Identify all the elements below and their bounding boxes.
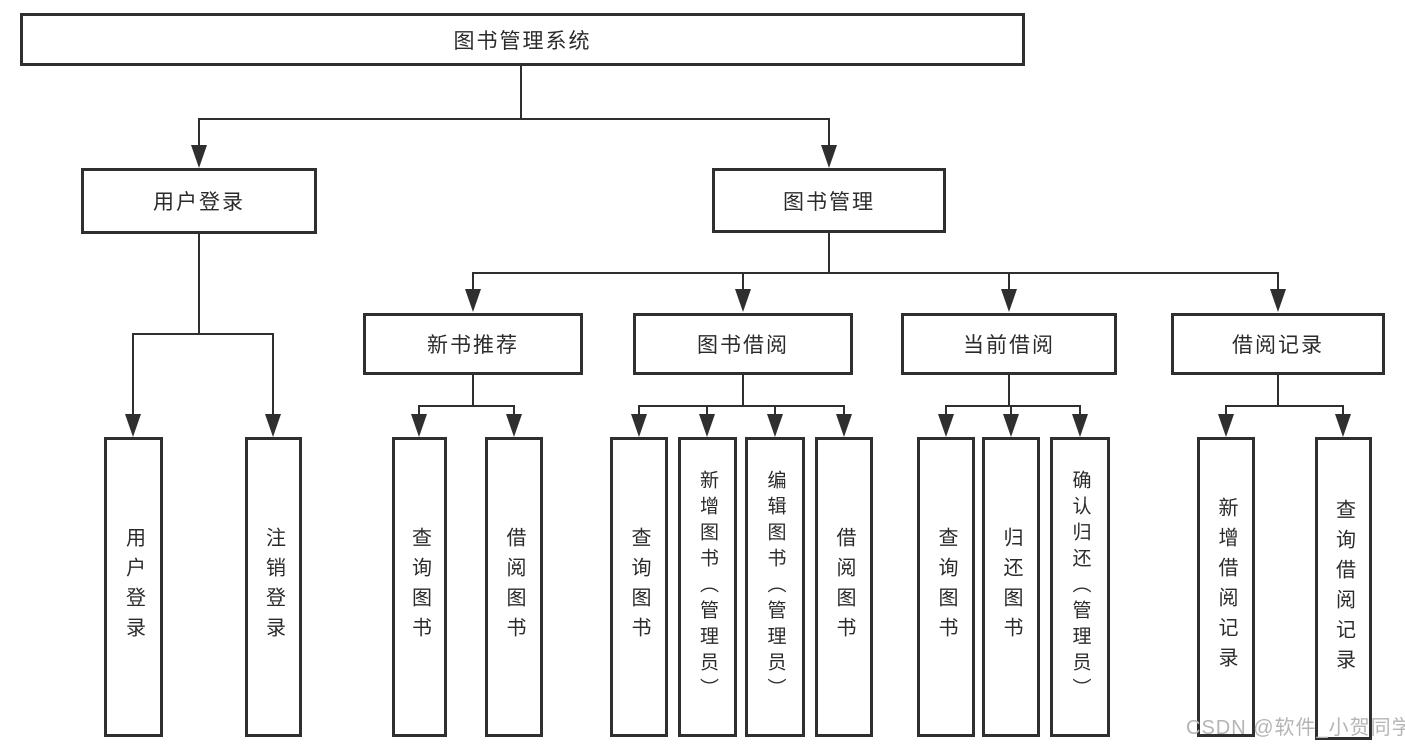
leaf-cb-return-book: 归还图书 (982, 437, 1040, 737)
arrow-stem-current-borrow (1008, 272, 1010, 292)
arrowhead-leaf-logout (265, 414, 281, 437)
csdn-watermark: CSDN @软件_小贺同学 (1186, 717, 1405, 739)
connector-current-borrow-stub (1008, 375, 1010, 405)
connector-book-borrow-stub (742, 375, 744, 405)
arrowhead-bb-add (699, 414, 715, 437)
node-book-management: 图书管理 (712, 168, 946, 233)
arrowhead-bb-edit (767, 414, 783, 437)
arrowhead-current-borrow (1001, 289, 1017, 312)
arrow-stem-cb-return (1010, 405, 1012, 419)
connector-book-management-stub (828, 233, 830, 272)
connector-level3 (472, 272, 1279, 274)
arrowhead-nb-borrow (506, 414, 522, 437)
arrowhead-book-management (821, 145, 837, 168)
arrow-stem-leaf-logout (272, 333, 274, 417)
leaf-logout-label: 注销登录 (262, 527, 285, 647)
leaf-bb-edit-book: 编辑图书（管理员） (745, 437, 805, 737)
leaf-bb-add-book: 新增图书（管理员） (678, 437, 737, 737)
arrow-stem-nb-borrow (513, 405, 515, 419)
connector-current-borrow-children (945, 405, 1081, 407)
connector-root-stub (520, 66, 522, 119)
arrow-stem-br-add (1225, 405, 1227, 419)
arrow-stem-bb-edit (774, 405, 776, 419)
connector-new-book-stub (472, 375, 474, 405)
arrowhead-leaf-login (125, 414, 141, 437)
arrow-stem-nb-query (418, 405, 420, 419)
arrow-stem-leaf-login (132, 333, 134, 417)
connector-borrow-record-stub (1277, 375, 1279, 405)
node-user-login-label: 用户登录 (153, 191, 245, 214)
arrow-stem-borrow-record (1277, 272, 1279, 292)
node-current-borrow-label: 当前借阅 (963, 334, 1055, 357)
node-borrow-record: 借阅记录 (1171, 313, 1385, 375)
arrow-stem-new-book (472, 272, 474, 292)
node-book-borrow-label: 图书借阅 (697, 334, 789, 357)
leaf-bb-add-book-label: 新增图书（管理员） (697, 470, 718, 704)
arrow-stem-book-borrow (742, 272, 744, 292)
leaf-bb-query-book: 查询图书 (610, 437, 668, 737)
arrow-stem-br-query (1342, 405, 1344, 419)
arrowhead-br-add (1218, 414, 1234, 437)
arrow-stem-bb-add (706, 405, 708, 419)
arrowhead-new-book (465, 289, 481, 312)
leaf-nb-borrow-book-label: 借阅图书 (503, 527, 525, 647)
leaf-cb-query-book-label: 查询图书 (935, 527, 957, 647)
leaf-nb-borrow-book: 借阅图书 (485, 437, 543, 737)
leaf-bb-edit-book-label: 编辑图书（管理员） (764, 470, 786, 704)
arrowhead-user-login (191, 145, 207, 168)
leaf-bb-borrow-book-label: 借阅图书 (833, 527, 855, 647)
leaf-br-add-record-label: 新增借阅记录 (1215, 497, 1237, 677)
node-root-label: 图书管理系统 (453, 29, 592, 53)
node-root: 图书管理系统 (20, 13, 1025, 66)
leaf-cb-confirm-return-label: 确认归还（管理员） (1069, 470, 1091, 704)
connector-user-login-stub (198, 234, 200, 333)
arrow-stem-cb-query (945, 405, 947, 419)
leaf-br-query-record-label: 查询借阅记录 (1332, 498, 1355, 679)
node-new-book-label: 新书推荐 (427, 334, 519, 357)
node-book-management-label: 图书管理 (783, 190, 875, 214)
arrowhead-br-query (1335, 414, 1351, 437)
connector-user-login-children (132, 333, 274, 335)
node-new-book: 新书推荐 (363, 313, 583, 375)
node-current-borrow: 当前借阅 (901, 313, 1117, 375)
connector-book-borrow-children (638, 405, 845, 407)
arrow-stem-user-login (198, 118, 200, 148)
leaf-cb-query-book: 查询图书 (917, 437, 975, 737)
connector-borrow-record-children (1225, 405, 1344, 407)
node-book-borrow: 图书借阅 (633, 313, 853, 375)
leaf-nb-query-book-label: 查询图书 (408, 527, 431, 647)
leaf-br-add-record: 新增借阅记录 (1197, 437, 1255, 737)
arrowhead-book-borrow (735, 289, 751, 312)
arrow-stem-book-management (828, 118, 830, 148)
arrow-stem-bb-borrow (843, 405, 845, 419)
leaf-bb-borrow-book: 借阅图书 (815, 437, 873, 737)
leaf-user-login-label: 用户登录 (122, 527, 145, 647)
leaf-bb-query-book-label: 查询图书 (628, 527, 650, 647)
leaf-nb-query-book: 查询图书 (392, 437, 447, 737)
arrow-stem-bb-query (638, 405, 640, 419)
arrowhead-cb-confirm (1072, 414, 1088, 437)
connector-level2 (198, 118, 830, 120)
arrowhead-bb-query (631, 414, 647, 437)
leaf-cb-confirm-return: 确认归还（管理员） (1050, 437, 1110, 737)
connector-new-book-children (418, 405, 515, 407)
node-borrow-record-label: 借阅记录 (1232, 334, 1324, 357)
arrowhead-nb-query (411, 414, 427, 437)
node-user-login: 用户登录 (81, 168, 317, 234)
leaf-br-query-record: 查询借阅记录 (1315, 437, 1372, 740)
leaf-user-login: 用户登录 (104, 437, 163, 737)
leaf-logout: 注销登录 (245, 437, 302, 737)
arrowhead-bb-borrow (836, 414, 852, 437)
arrowhead-borrow-record (1270, 289, 1286, 312)
arrow-stem-cb-confirm (1079, 405, 1081, 419)
leaf-cb-return-book-label: 归还图书 (1000, 527, 1022, 647)
arrowhead-cb-return (1003, 414, 1019, 437)
arrowhead-cb-query (938, 414, 954, 437)
